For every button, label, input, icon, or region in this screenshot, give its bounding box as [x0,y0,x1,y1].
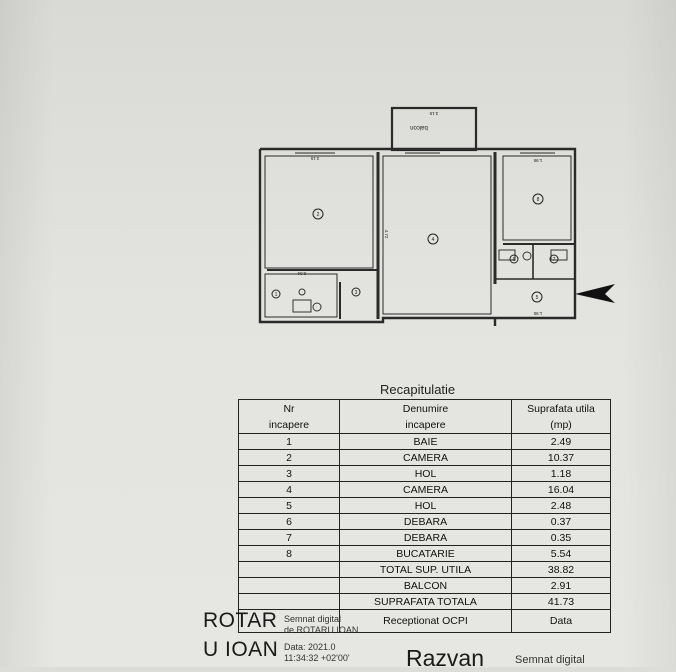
digital-sign2: Semnat digital [515,654,585,666]
room-marker-7 [549,254,559,264]
row-area: 16.04 [511,481,611,498]
table-row: 8 BUCATARIE 5.54 [238,545,611,562]
row-name: DEBARA [339,513,512,530]
empty-cell [238,609,340,633]
recap-table: Nr incapere Denumire incapere Suprafata … [238,399,611,633]
row-nr: 4 [238,481,340,498]
dim-left-mid: 3.34 [297,271,306,276]
row-area: 10.37 [511,449,611,466]
total-label: SUPRAFATA TOTALA [339,593,512,610]
dim-bottom-right: 1.95 [533,311,542,316]
room-number: 3 [355,290,358,296]
table-row: 7 DEBARA 0.35 [238,529,611,546]
row-nr: 1 [238,433,340,450]
row-name: BAIE [339,433,512,450]
dim-room4-side: 4.72 [384,230,389,239]
outer-wall [258,147,577,326]
row-nr: 8 [238,545,340,562]
row-area: 0.37 [511,513,611,530]
dim-top-left: 3.15 [310,156,319,161]
table-row: 2 CAMERA 10.37 [238,449,611,466]
row-nr: 6 [238,513,340,530]
room-marker-1 [271,289,281,299]
header-denumire: Denumire incapere [339,399,512,434]
row-nr: 3 [238,465,340,482]
row-area: 1.18 [511,465,611,482]
digital-sign-line2: de ROTARU IOAN [284,625,359,635]
table-row: 4 CAMERA 16.04 [238,481,611,498]
row-area: 2.49 [511,433,611,450]
room-marker-6 [509,254,519,264]
total-util-label: TOTAL SUP. UTILA [339,561,512,578]
empty-cell [238,577,340,594]
row-name: BUCATARIE [339,545,512,562]
balcon-value: 2.91 [511,577,611,594]
row-name: DEBARA [339,529,512,546]
row-area: 5.54 [511,545,611,562]
signer-name-line2: U IOAN [203,638,279,661]
digital-sign-line4: 11:34:32 +02'00' [284,653,350,663]
header-suprafata: Suprafata utila (mp) [511,399,611,434]
balcony-label: balcon [410,124,428,130]
room-number: 4 [432,237,435,243]
row-nr: 5 [238,497,340,514]
room-marker-8 [532,193,544,205]
balcon-label: BALCON [339,577,512,594]
room-marker-3 [351,287,361,297]
digital-sign-line3: Data: 2021.0 [284,642,336,652]
digital-sign-line1: Semnat digital [284,614,342,624]
table-row: 6 DEBARA 0.37 [238,513,611,530]
recap-title: Recapitulatie [380,382,456,397]
row-name: CAMERA [339,449,512,466]
row-name: HOL [339,465,512,482]
table-row: 5 HOL 2.48 [238,497,611,514]
room-marker-5 [531,291,543,303]
signer-name-line1: ROTAR [203,609,278,632]
empty-cell [238,561,340,578]
dim-top-right: 1.95 [533,158,542,163]
receptionat-label: Receptionat OCPI [339,609,512,633]
row-name: HOL [339,497,512,514]
room-number: 2 [317,212,320,218]
table-header-row: Nr incapere Denumire incapere Suprafata … [238,399,611,434]
receptionat-date: Data [511,609,611,633]
room-marker-4 [427,233,439,245]
room-number: 1 [275,292,278,298]
balcon-row: BALCON 2.91 [238,577,611,594]
receptionat-row: Receptionat OCPI Data [238,609,611,633]
balcony-dim: 3.15 [429,111,438,116]
empty-cell [238,593,340,610]
row-name: CAMERA [339,481,512,498]
total-util-row: TOTAL SUP. UTILA 38.82 [238,561,611,578]
room-marker-2 [312,208,324,220]
total-row: SUPRAFATA TOTALA 41.73 [238,593,611,610]
table-row: 3 HOL 1.18 [238,465,611,482]
room-number: 5 [536,295,539,301]
room-number: 8 [537,197,540,203]
total-value: 41.73 [511,593,611,610]
table-row: 1 BAIE 2.49 [238,433,611,450]
row-nr: 7 [238,529,340,546]
row-nr: 2 [238,449,340,466]
arrow-icon [575,284,615,303]
room-number: 7 [553,257,556,263]
row-area: 2.48 [511,497,611,514]
header-nr: Nr incapere [238,399,340,434]
total-util-value: 38.82 [511,561,611,578]
row-area: 0.35 [511,529,611,546]
signer2-name: Razvan [406,645,484,671]
room-number: 6 [513,257,516,263]
floor-plan: 2 4 8 6 7 1 3 5 balcon 3.15 3.15 1.95 3.… [258,106,615,326]
